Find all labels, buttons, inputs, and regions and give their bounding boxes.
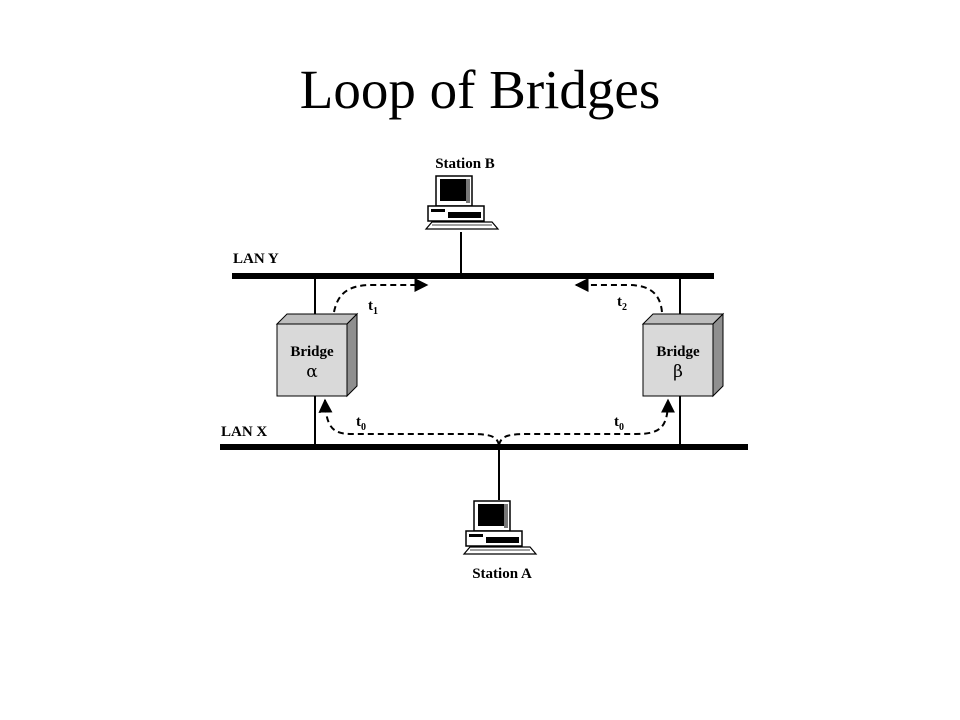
time-label-t1: t1 — [368, 298, 378, 317]
bridge-beta-symbol: β — [673, 362, 683, 382]
station-a-label: Station A — [472, 566, 532, 582]
bridge-beta: Bridge β — [641, 312, 725, 398]
lan-y-label: LAN Y — [233, 251, 279, 267]
slide-title: Loop of Bridges — [299, 59, 661, 120]
bridge-alpha-label: Bridge — [290, 344, 334, 360]
lan-x-label: LAN X — [221, 424, 267, 440]
bridge-beta-label: Bridge — [656, 344, 700, 360]
bridge-alpha-symbol: α — [306, 362, 318, 382]
computer-icon — [463, 500, 537, 555]
frame-path-t2-beta-to-lan-y — [574, 278, 663, 313]
time-label-t0-left: t0 — [356, 414, 366, 433]
computer-icon — [425, 175, 499, 230]
station-b-label: Station B — [435, 156, 495, 172]
frame-path-t0-to-beta — [498, 398, 675, 446]
frame-path-t1-alpha-to-lan-y — [333, 278, 429, 313]
time-label-t2: t2 — [617, 294, 627, 313]
station-b: Station B — [425, 156, 499, 230]
station-a: Station A — [463, 500, 537, 582]
bridge-alpha: Bridge α — [275, 312, 359, 398]
frame-path-t0-to-alpha — [318, 398, 500, 446]
time-label-t0-right: t0 — [614, 414, 624, 433]
